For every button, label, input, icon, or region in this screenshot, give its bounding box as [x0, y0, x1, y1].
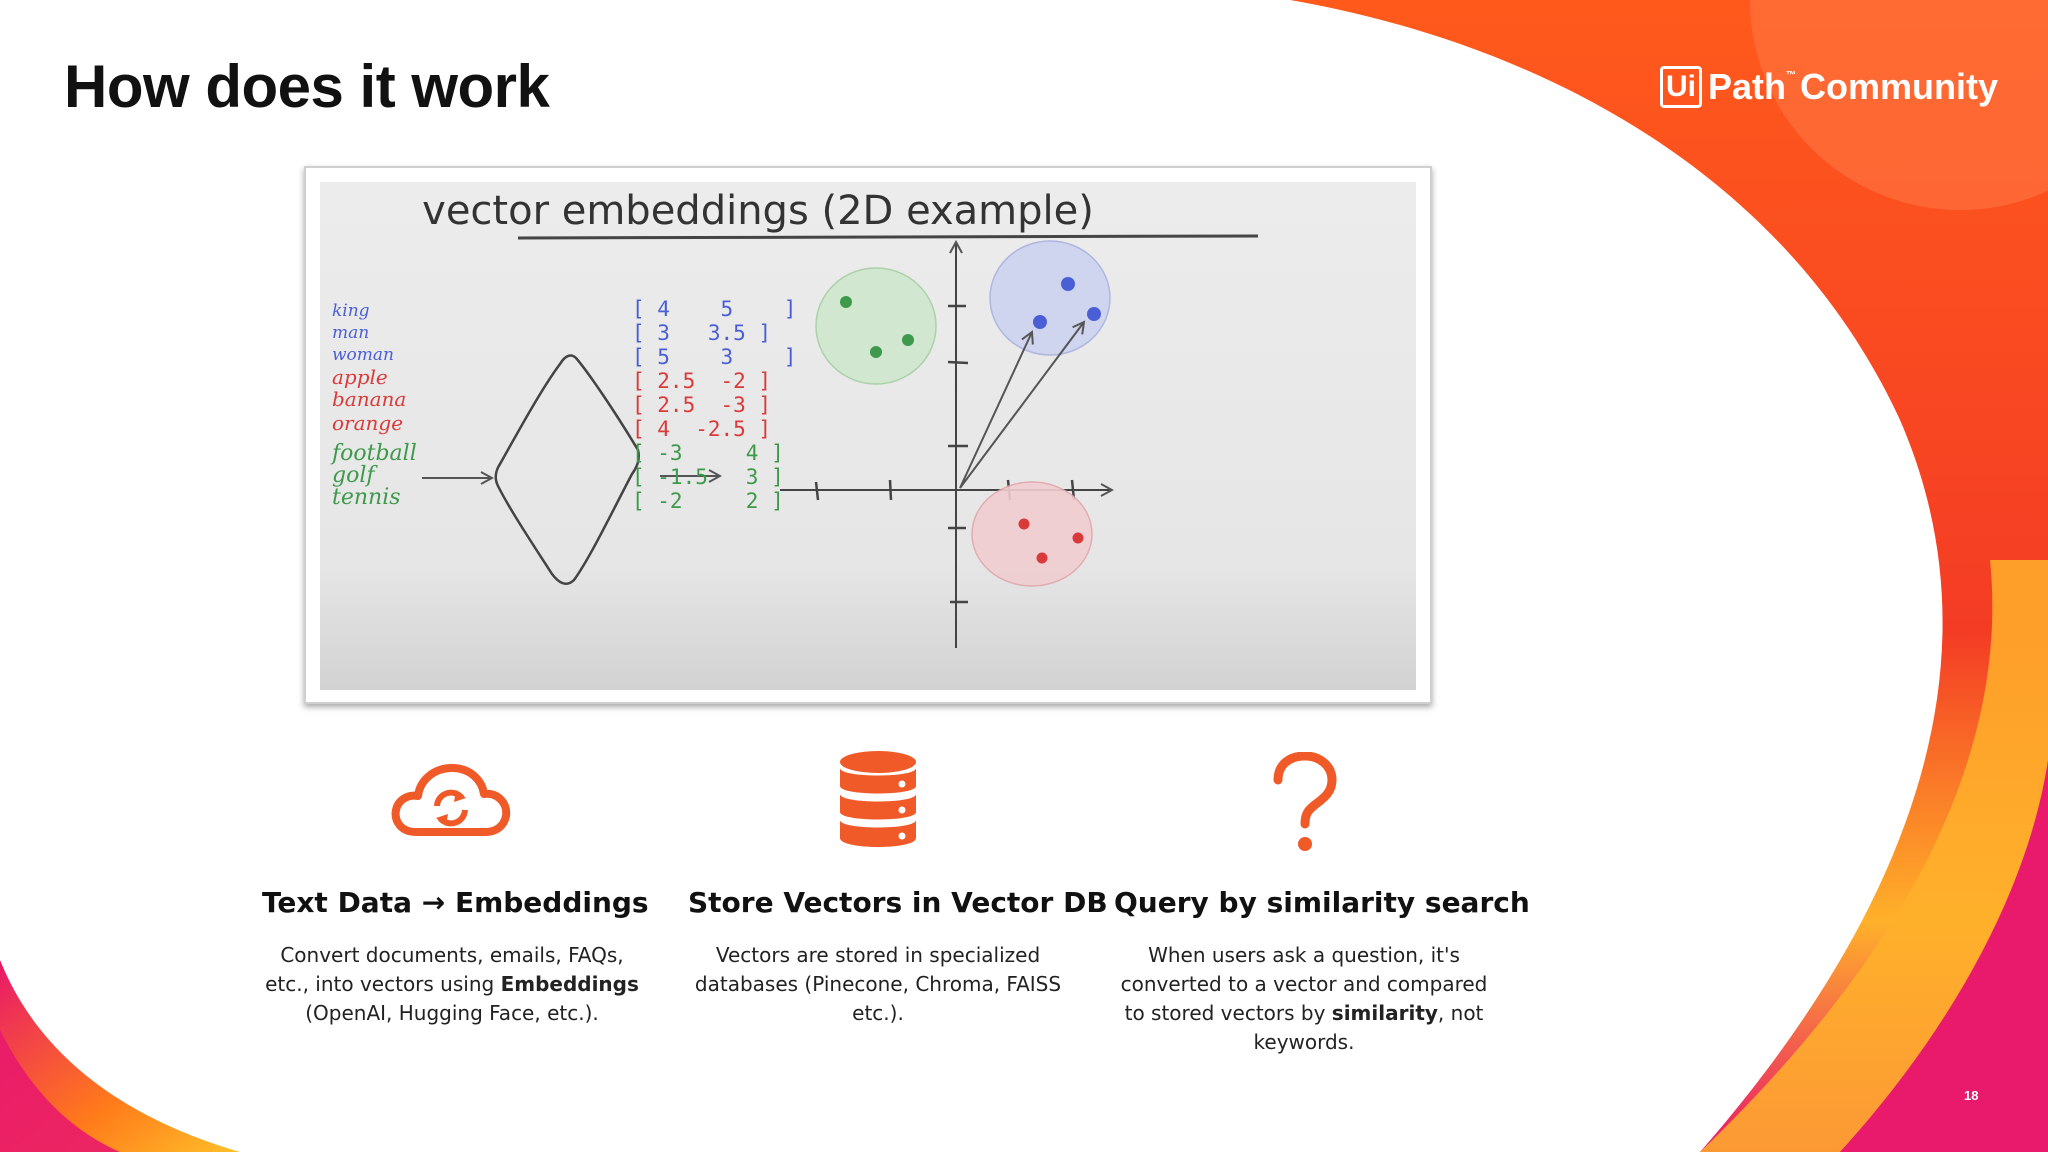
body-text: to stored vectors by [1124, 1001, 1332, 1025]
vector-row: [ 4 5 ] [632, 297, 796, 321]
vector-row: [ 5 3 ] [632, 345, 796, 369]
word-woman: woman [332, 345, 394, 365]
column-query-similarity: Query by similarity search When users as… [1114, 870, 1530, 1057]
vector-row: [ 4 -2.5 ] [632, 417, 771, 441]
fruit-cluster [971, 481, 1093, 587]
column-heading: Text Data → Embeddings [262, 886, 649, 919]
word-man: man [332, 323, 369, 343]
word-tennis: tennis [332, 485, 401, 510]
body-line: Vectors are stored in specialized [715, 943, 1041, 967]
column-heading: Store Vectors in Vector DB [688, 886, 1108, 919]
cloud-sync-icon [390, 762, 512, 843]
body-line: etc.). [852, 1001, 904, 1025]
body-line: Convert documents, emails, FAQs, [280, 943, 624, 967]
body-text: , not [1437, 1001, 1484, 1025]
embedding-model-diamond [494, 354, 640, 585]
royalty-cluster [989, 240, 1111, 356]
diagram-heading: vector embeddings (2D example) [422, 188, 1094, 234]
logo-community: Community [1800, 66, 1999, 107]
slide-title: How does it work [64, 53, 550, 120]
vector-arrow-1 [959, 332, 1032, 489]
vector-row: [ 2.5 -2 ] [632, 369, 771, 393]
vector-row: [ 2.5 -3 ] [632, 393, 771, 417]
body-bold: Embeddings [500, 972, 639, 996]
column-body: When users ask a question, it's converte… [1114, 941, 1494, 1057]
diagram-canvas: vector embeddings (2D example) kingmanwo… [320, 182, 1416, 690]
vector-row: [ 3 3.5 ] [632, 321, 771, 345]
column-body: Convert documents, emails, FAQs, etc., i… [262, 941, 642, 1028]
word-orange: orange [332, 411, 403, 435]
body-text: etc., into vectors using [265, 972, 501, 996]
body-line: (OpenAI, Hugging Face, etc.). [305, 1001, 599, 1025]
body-line: databases (Pinecone, Chroma, FAISS [694, 972, 1062, 996]
logo-tm: ™ [1786, 69, 1797, 81]
sports-points [840, 296, 914, 358]
vector-row: [ -3 4 ] [632, 441, 784, 465]
body-line: etc., into vectors using Embeddings [262, 970, 642, 999]
paper-background [320, 182, 1416, 690]
body-line: converted to a vector and compared [1120, 972, 1488, 996]
word-apple: apple [332, 365, 388, 389]
body-bold: similarity [1331, 1001, 1438, 1025]
uipath-community-logo: Ui Path ™ Community [1660, 60, 1998, 114]
body-line: keywords. [1253, 1030, 1355, 1054]
scatter-plot [780, 241, 1112, 648]
question-mark-icon [1270, 751, 1340, 859]
vector-list: [ 4 5 ][ 3 3.5 ][ 5 3 ][ 2.5 -2 ][ 2.5 -… [632, 297, 796, 513]
vector-row: [ -1.5 3 ] [632, 465, 784, 489]
royalty-points [1033, 277, 1101, 329]
logo-ui-box: Ui [1660, 66, 1702, 108]
sports-cluster [815, 267, 937, 385]
heading-underline [517, 234, 1259, 240]
column-store-vectors: Store Vectors in Vector DB Vectors are s… [688, 870, 1108, 1028]
vector-row: [ -2 2 ] [632, 489, 784, 513]
logo-path: Path [1708, 66, 1787, 107]
fruit-points [1018, 518, 1084, 564]
word-banana: banana [332, 387, 406, 411]
vector-arrow-2 [959, 322, 1084, 489]
word-football: football [330, 441, 417, 466]
database-icon [838, 750, 918, 857]
body-line: When users ask a question, it's [1148, 943, 1460, 967]
column-body: Vectors are stored in specialized databa… [688, 941, 1068, 1028]
column-heading: Query by similarity search [1114, 886, 1530, 919]
body-line: to stored vectors by similarity, not [1114, 999, 1494, 1028]
word-golf: golf [332, 463, 378, 488]
column-text-to-embeddings: Text Data → Embeddings Convert documents… [262, 870, 649, 1028]
page-number: 18 [1964, 1088, 1979, 1103]
word-king: king [332, 301, 370, 321]
